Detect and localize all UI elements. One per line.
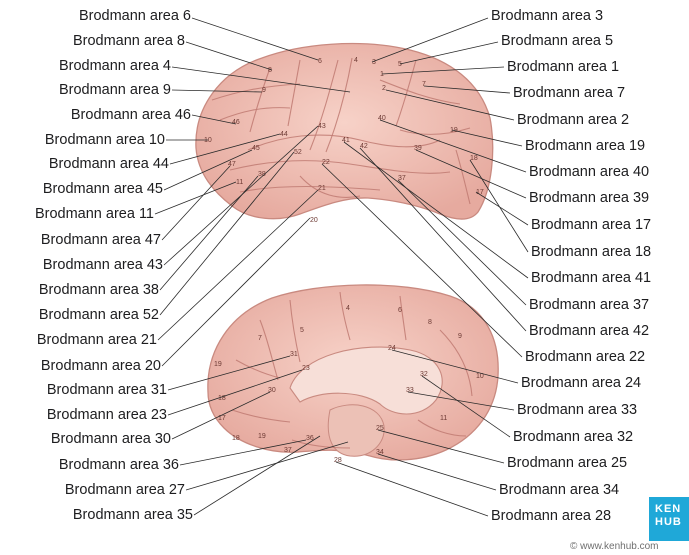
kenhub-logo: KEN HUB [649, 497, 689, 541]
label-area-1: Brodmann area 1 [507, 59, 619, 76]
label-area-37: Brodmann area 37 [529, 297, 649, 314]
label-area-23: Brodmann area 23 [47, 407, 167, 424]
label-area-45: Brodmann area 45 [43, 181, 163, 198]
medial-brain: 4 6 8 9 5 7 31 23 24 10 19 18 17 30 32 3… [208, 285, 498, 464]
label-area-2: Brodmann area 2 [517, 112, 629, 129]
svg-text:19: 19 [258, 433, 266, 440]
svg-text:31: 31 [290, 351, 298, 358]
label-area-21: Brodmann area 21 [37, 332, 157, 349]
svg-text:1: 1 [380, 71, 384, 78]
svg-text:2: 2 [382, 85, 386, 92]
svg-text:18: 18 [470, 155, 478, 162]
label-area-31: Brodmann area 31 [47, 382, 167, 399]
label-area-3: Brodmann area 3 [491, 8, 603, 25]
svg-text:5: 5 [398, 61, 402, 68]
label-area-24: Brodmann area 24 [521, 375, 641, 392]
label-area-7: Brodmann area 7 [513, 85, 625, 102]
label-area-47: Brodmann area 47 [41, 232, 161, 249]
label-area-46: Brodmann area 46 [71, 107, 191, 124]
svg-text:21: 21 [318, 185, 326, 192]
label-area-27: Brodmann area 27 [65, 482, 185, 499]
svg-text:20: 20 [310, 217, 318, 224]
svg-text:4: 4 [346, 305, 350, 312]
label-area-35: Brodmann area 35 [73, 507, 193, 524]
svg-text:9: 9 [458, 333, 462, 340]
label-area-20: Brodmann area 20 [41, 358, 161, 375]
svg-text:6: 6 [318, 58, 322, 65]
svg-text:11: 11 [236, 179, 243, 186]
label-area-9: Brodmann area 9 [59, 82, 171, 99]
label-area-36: Brodmann area 36 [59, 457, 179, 474]
label-area-22: Brodmann area 22 [525, 349, 645, 366]
label-area-11: Brodmann area 11 [35, 206, 154, 223]
svg-text:19: 19 [214, 361, 222, 368]
label-area-30: Brodmann area 30 [51, 431, 171, 448]
label-area-19: Brodmann area 19 [525, 138, 645, 155]
svg-text:44: 44 [280, 131, 288, 138]
label-area-33: Brodmann area 33 [517, 402, 637, 419]
svg-text:52: 52 [294, 149, 302, 156]
svg-text:8: 8 [268, 67, 272, 74]
svg-text:6: 6 [398, 307, 402, 314]
svg-text:43: 43 [318, 123, 326, 130]
label-area-17: Brodmann area 17 [531, 217, 651, 234]
label-area-52: Brodmann area 52 [39, 307, 159, 324]
svg-text:7: 7 [258, 335, 262, 342]
svg-text:9: 9 [262, 87, 266, 94]
svg-text:8: 8 [428, 319, 432, 326]
svg-text:45: 45 [252, 145, 260, 152]
label-area-10: Brodmann area 10 [45, 132, 165, 149]
svg-text:23: 23 [302, 365, 310, 372]
svg-text:7: 7 [422, 81, 426, 88]
svg-text:37: 37 [284, 447, 292, 454]
svg-text:18: 18 [232, 435, 240, 442]
label-area-4: Brodmann area 4 [59, 58, 171, 75]
label-area-28: Brodmann area 28 [491, 508, 611, 525]
label-area-5: Brodmann area 5 [501, 33, 613, 50]
svg-text:5: 5 [300, 327, 304, 334]
label-area-40: Brodmann area 40 [529, 164, 649, 181]
svg-text:10: 10 [204, 137, 212, 144]
label-area-41: Brodmann area 41 [531, 270, 651, 287]
svg-text:4: 4 [354, 57, 358, 64]
label-area-6: Brodmann area 6 [79, 8, 191, 25]
label-area-38: Brodmann area 38 [39, 282, 159, 299]
label-area-39: Brodmann area 39 [529, 190, 649, 207]
label-area-32: Brodmann area 32 [513, 429, 633, 446]
label-area-8: Brodmann area 8 [73, 33, 185, 50]
svg-text:3: 3 [372, 59, 376, 66]
label-area-44: Brodmann area 44 [49, 156, 169, 173]
label-area-34: Brodmann area 34 [499, 482, 619, 499]
svg-text:11: 11 [440, 415, 447, 422]
svg-text:46: 46 [232, 119, 240, 126]
credit-text: © www.kenhub.com [570, 541, 659, 552]
label-area-25: Brodmann area 25 [507, 455, 627, 472]
label-area-43: Brodmann area 43 [43, 257, 163, 274]
svg-text:30: 30 [268, 387, 276, 394]
label-area-18: Brodmann area 18 [531, 244, 651, 261]
label-area-42: Brodmann area 42 [529, 323, 649, 340]
